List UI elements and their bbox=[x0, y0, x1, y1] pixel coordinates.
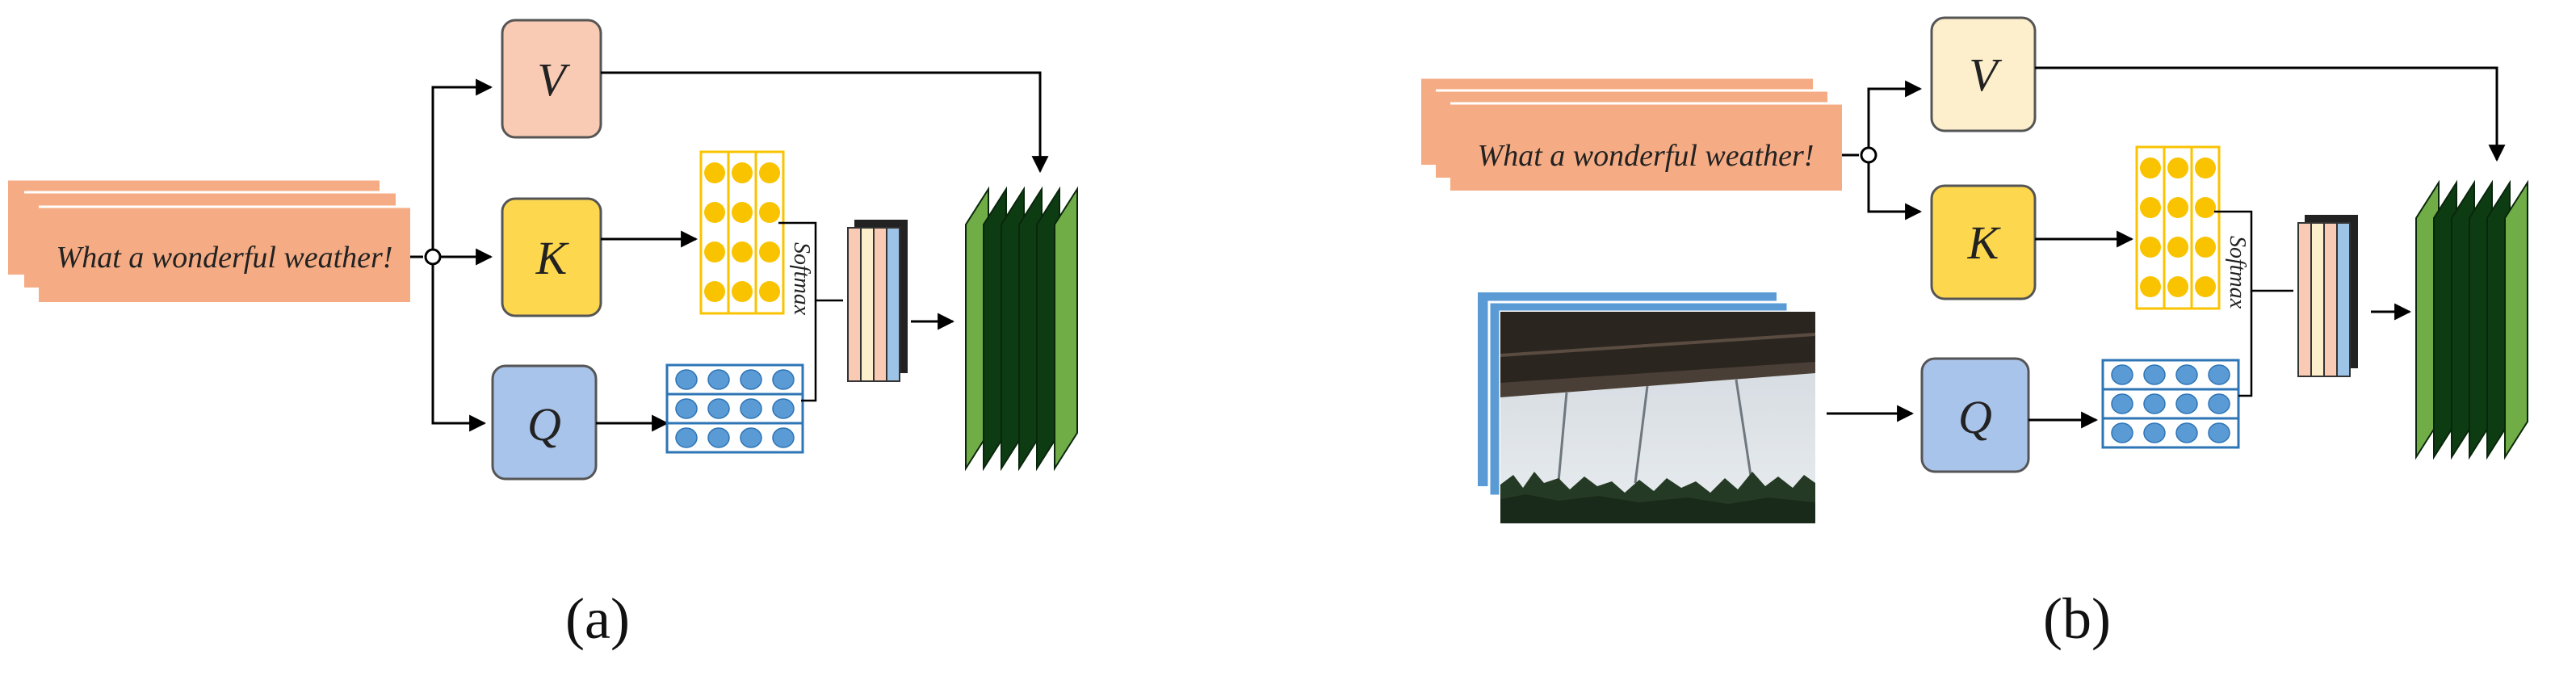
key-vector-dot bbox=[2195, 276, 2216, 297]
query-vector-dot bbox=[2208, 422, 2230, 443]
key-vector-dot bbox=[732, 162, 753, 183]
key-vectors bbox=[2135, 145, 2221, 310]
query-box: Q bbox=[1920, 357, 2030, 473]
query-vector-dot bbox=[2111, 422, 2133, 443]
text-input-stack: What a wonderful weather! bbox=[8, 178, 410, 302]
feature-map-front bbox=[2504, 179, 2528, 460]
key-vector-dot bbox=[2167, 157, 2188, 178]
query-vector-dot bbox=[772, 398, 795, 419]
query-vector-dot bbox=[2111, 393, 2133, 414]
key-vector-dot bbox=[2195, 157, 2216, 178]
query-vector-dot bbox=[707, 369, 730, 390]
key-vector-dot bbox=[2140, 237, 2161, 258]
panel-a: What a wonderful weather! V K Q bbox=[8, 19, 1078, 651]
key-vector-dot bbox=[2140, 197, 2161, 218]
attention-strip bbox=[886, 227, 900, 382]
key-vector-dot bbox=[2140, 276, 2161, 297]
query-vector-dot bbox=[740, 427, 762, 448]
attention-strip bbox=[873, 227, 887, 382]
key-vector-dot bbox=[759, 281, 780, 302]
query-vector-dot bbox=[675, 398, 698, 419]
photo-image bbox=[1500, 312, 1816, 523]
query-vector-dot bbox=[707, 398, 730, 419]
key-vector-dot bbox=[732, 241, 753, 262]
query-label: Q bbox=[527, 398, 561, 451]
key-vector-dot bbox=[759, 162, 780, 183]
key-label: K bbox=[1967, 216, 2002, 269]
query-vector-dot bbox=[2208, 393, 2230, 414]
query-vector-dot bbox=[2208, 364, 2230, 385]
attention-strip bbox=[2310, 222, 2325, 377]
attention-strip bbox=[2336, 222, 2351, 377]
query-vector-dot bbox=[2143, 393, 2166, 414]
attention-strip bbox=[2323, 222, 2338, 377]
key-vector-dot bbox=[2167, 237, 2188, 258]
query-vector-dot bbox=[740, 369, 762, 390]
query-box: Q bbox=[491, 364, 598, 481]
value-label: V bbox=[537, 53, 571, 106]
panel-b: What a wonderful weather! V K Q bbox=[1421, 16, 2528, 651]
key-vector-dot bbox=[2167, 276, 2188, 297]
value-box: V bbox=[501, 19, 602, 139]
key-vector-dot bbox=[732, 281, 753, 302]
value-label: V bbox=[1969, 48, 2003, 101]
query-vector-dot bbox=[2143, 364, 2166, 385]
attention-matrix bbox=[847, 220, 908, 382]
attention-strip bbox=[847, 227, 862, 382]
caption-b: (b) bbox=[2043, 586, 2111, 651]
query-vector-dot bbox=[2111, 364, 2133, 385]
query-vector-dot bbox=[675, 369, 698, 390]
value-box: V bbox=[1930, 16, 2037, 132]
key-box: K bbox=[1930, 184, 2037, 300]
key-vector-dot bbox=[2140, 157, 2161, 178]
text-input-stack: What a wonderful weather! bbox=[1421, 76, 1842, 191]
key-vector-dot bbox=[2167, 197, 2188, 218]
output-feature-maps bbox=[965, 186, 1078, 472]
key-box: K bbox=[501, 197, 602, 317]
key-vector-dot bbox=[704, 241, 725, 262]
output-feature-maps bbox=[2415, 179, 2528, 460]
branch-node bbox=[1860, 146, 1877, 164]
attention-strip bbox=[860, 227, 875, 382]
query-vector-dot bbox=[772, 427, 795, 448]
query-vector-dot bbox=[2175, 364, 2198, 385]
feature-map-front bbox=[1054, 186, 1078, 472]
key-vector-dot bbox=[759, 241, 780, 262]
key-vector-dot bbox=[2195, 237, 2216, 258]
input-text: What a wonderful weather! bbox=[57, 241, 393, 275]
attention-matrix bbox=[2297, 215, 2358, 377]
query-label: Q bbox=[1958, 391, 1992, 443]
key-vectors bbox=[699, 150, 785, 315]
query-vector-dot bbox=[675, 427, 698, 448]
softmax-label: Softmax bbox=[2225, 236, 2250, 309]
key-label: K bbox=[535, 232, 570, 284]
caption-a: (a) bbox=[565, 586, 630, 651]
softmax-label: Softmax bbox=[789, 242, 814, 316]
query-vectors bbox=[665, 363, 804, 454]
query-vector-dot bbox=[772, 369, 795, 390]
input-text: What a wonderful weather! bbox=[1478, 139, 1815, 173]
key-vector-dot bbox=[732, 202, 753, 223]
key-vector-dot bbox=[759, 202, 780, 223]
branch-node bbox=[424, 248, 442, 266]
query-vector-dot bbox=[2175, 422, 2198, 443]
query-vector-dot bbox=[707, 427, 730, 448]
key-vector-dot bbox=[704, 162, 725, 183]
key-vector-dot bbox=[2195, 197, 2216, 218]
key-vector-dot bbox=[704, 202, 725, 223]
query-vector-dot bbox=[2175, 393, 2198, 414]
query-vector-dot bbox=[740, 398, 762, 419]
query-vectors bbox=[2101, 359, 2240, 449]
key-vector-dot bbox=[704, 281, 725, 302]
query-vector-dot bbox=[2143, 422, 2166, 443]
image-input-stack bbox=[1478, 292, 1816, 523]
attention-strip bbox=[2297, 222, 2312, 377]
